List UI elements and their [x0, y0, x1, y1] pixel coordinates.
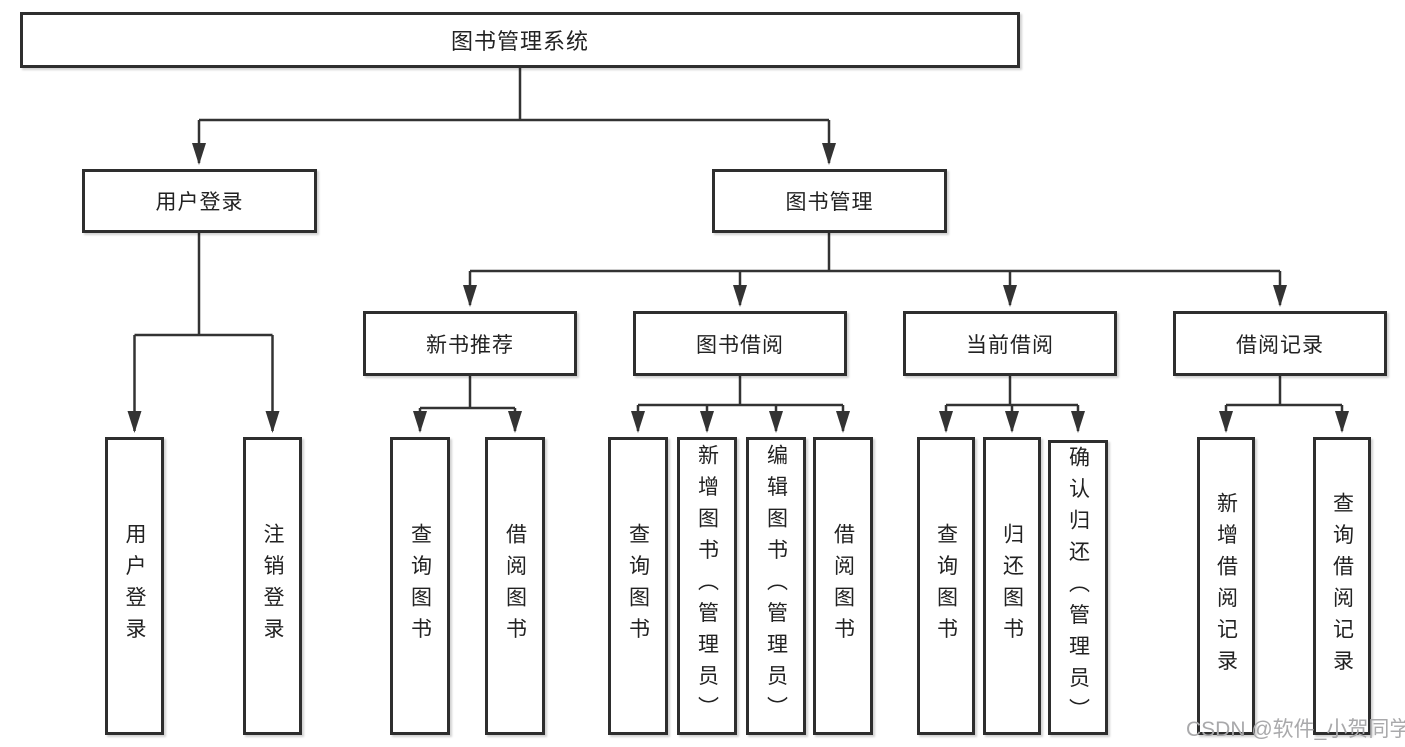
- leaf-add-borrow-record: 新增借阅记录: [1197, 437, 1255, 735]
- connector: [134, 233, 273, 337]
- leaf-query-books-current: 查询图书: [917, 437, 975, 735]
- leaf-edit-books-admin: 编辑图书（管理员）: [746, 437, 806, 735]
- leaf-label: 编辑图书（管理员）: [764, 444, 788, 728]
- connector: [199, 68, 829, 122]
- leaf-return-books: 归还图书: [983, 437, 1041, 735]
- leaf-label: 新增图书（管理员）: [695, 444, 719, 728]
- csdn-watermark: CSDN @软件_小贺同学: [1186, 718, 1405, 741]
- leaf-query-books-recommend: 查询图书: [390, 437, 450, 735]
- connector: [1226, 376, 1342, 407]
- leaf-label: 新增借阅记录: [1214, 491, 1238, 681]
- leaf-label: 查询借阅记录: [1330, 491, 1354, 681]
- node-library-system: 图书管理系统: [20, 12, 1020, 68]
- leaf-label: 借阅图书: [831, 523, 855, 649]
- leaf-label: 查询图书: [408, 523, 432, 649]
- leaf-borrow-books-borrow: 借阅图书: [813, 437, 873, 735]
- leaf-borrow-books-recommend: 借阅图书: [485, 437, 545, 735]
- node-user-login: 用户登录: [82, 169, 317, 233]
- node-book-management: 图书管理: [712, 169, 947, 233]
- node-book-borrowing: 图书借阅: [633, 311, 847, 376]
- node-current-borrowing: 当前借阅: [903, 311, 1117, 376]
- node-new-book-recommendation: 新书推荐: [363, 311, 577, 376]
- leaf-logout: 注销登录: [243, 437, 302, 735]
- leaf-label: 归还图书: [1000, 523, 1024, 649]
- leaf-label: 用户登录: [123, 523, 146, 649]
- leaf-query-borrow-record: 查询借阅记录: [1313, 437, 1371, 735]
- leaf-query-books-borrow: 查询图书: [608, 437, 668, 735]
- node-borrowing-records: 借阅记录: [1173, 311, 1387, 376]
- leaf-label: 借阅图书: [503, 523, 527, 649]
- connector: [946, 376, 1078, 407]
- connector: [420, 376, 515, 410]
- leaf-confirm-return-admin: 确认归还（管理员）: [1048, 440, 1108, 735]
- leaf-user-login: 用户登录: [105, 437, 164, 735]
- connector: [470, 233, 1280, 273]
- leaf-label: 查询图书: [626, 523, 650, 649]
- leaf-add-books-admin: 新增图书（管理员）: [677, 437, 737, 735]
- leaf-label: 查询图书: [934, 523, 958, 649]
- connectors: [127, 68, 1349, 433]
- connector: [638, 376, 843, 407]
- leaf-label: 注销登录: [261, 523, 284, 649]
- leaf-label: 确认归还（管理员）: [1066, 445, 1090, 730]
